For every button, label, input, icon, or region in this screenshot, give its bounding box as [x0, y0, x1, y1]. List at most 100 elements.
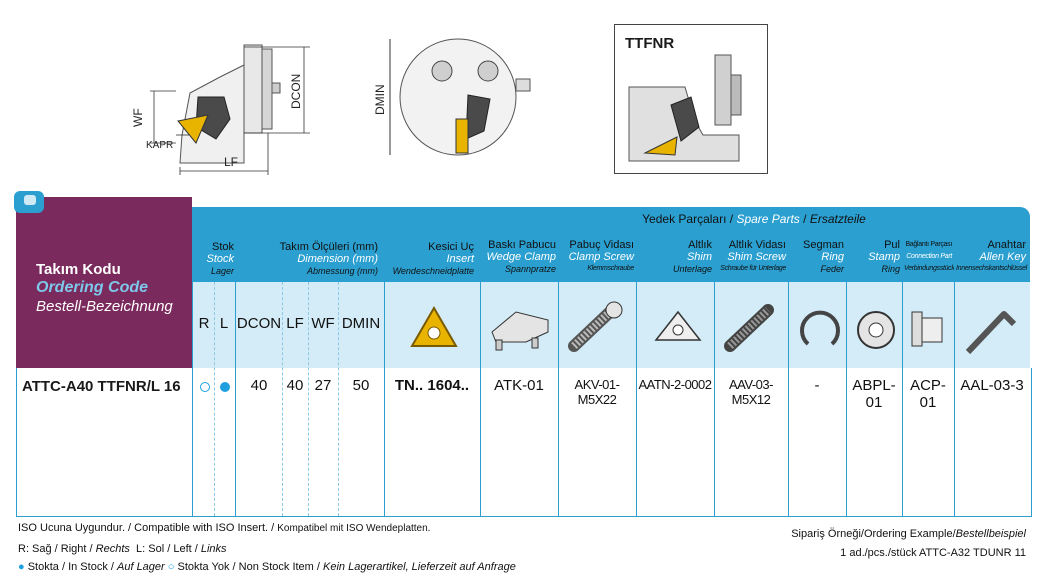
iso-note: ISO Ucuna Uygundur. / Compatible with IS… — [18, 522, 431, 534]
lf-header: LF — [286, 315, 304, 332]
shim-screw-icon — [724, 304, 774, 352]
dmin-label: DMIN — [373, 84, 387, 115]
part-header-wedge-clamp-en: Wedge Clamp — [486, 251, 557, 263]
part-header-shim-de: Unterlage — [672, 264, 712, 274]
part-value-wedge-clamp[interactable]: ATK-01 — [494, 377, 544, 394]
wf-header: WF — [311, 315, 335, 332]
ring-icon — [800, 310, 840, 346]
dmin-value: 50 — [352, 377, 370, 394]
part-header-allen-key-en: Allen Key — [979, 251, 1026, 263]
variant-drawing — [628, 54, 742, 162]
rl-note: R: Sağ / Right / Rechts L: Sol / Left / … — [18, 543, 227, 555]
connection-part-icon — [911, 311, 943, 347]
ordering-code-de: Bestell-Bezeichnung — [36, 298, 173, 315]
part-header-connection-part-de: Verbindungsstück — [904, 265, 955, 272]
tool-side-drawing: LF WF KAPR DCON — [131, 44, 310, 175]
col-divider — [308, 282, 310, 516]
part-header-shim-en: Shim — [686, 251, 712, 263]
stock-r-indicator — [200, 382, 210, 392]
tool-front-drawing: DMIN — [373, 38, 531, 156]
insert-icon — [410, 306, 458, 347]
col-line — [480, 207, 481, 516]
stock-legend: ● Stokta / In Stock / Auf Lager ○ Stokta… — [18, 561, 516, 573]
part-header-stamp-de: Ring — [881, 264, 900, 274]
part-header-ring-tr: Segman — [803, 239, 844, 251]
part-header-wedge-clamp-tr: Baskı Pabucu — [488, 239, 556, 251]
col-line — [235, 207, 236, 516]
part-value-stamp[interactable]: ABPL-01 — [852, 377, 896, 411]
col-divider — [338, 282, 340, 516]
stock-l-indicator — [220, 382, 230, 392]
part-header-allen-key-de: Innensechskantschlüssel — [956, 265, 1027, 272]
part-header-wedge-clamp-de: Spannpratze — [504, 264, 556, 274]
part-header-shim-screw-de: Schraube für Unterlage — [720, 265, 786, 272]
part-header-clamp-screw-tr: Pabuç Vidası — [569, 239, 634, 251]
col-line — [902, 230, 903, 516]
spare-parts-title: Yedek Parçaları / Spare Parts / Ersatzte… — [642, 212, 866, 226]
lf-value: 40 — [286, 377, 304, 394]
variant-drawing-frame: TTFNR — [614, 24, 768, 174]
header-band-top — [190, 207, 1030, 231]
part-header-ring-de: Feder — [820, 264, 844, 274]
stamp-icon — [857, 311, 895, 349]
col-line — [384, 207, 385, 516]
corner-tab-inner — [24, 195, 36, 205]
part-value-clamp-screw[interactable]: AKV-01-M5X22 — [574, 377, 620, 407]
dcon-header: DCON — [236, 315, 282, 332]
part-header-ring-en: Ring — [821, 251, 844, 263]
wf-label: WF — [131, 108, 145, 127]
insert-value[interactable]: TN.. 1604.. — [394, 377, 470, 394]
part-header-clamp-screw-en: Clamp Screw — [568, 251, 634, 263]
variant-title: TTFNR — [625, 35, 675, 52]
ordering-example-text: 1 ad./pcs./stück ATTC-A32 TDUNR 11 — [840, 547, 1026, 559]
allen-key-icon — [965, 311, 1017, 355]
ordering-code-header: Takım Kodu Ordering Code Bestell-Bezeich… — [14, 191, 192, 368]
ordering-code-en: Ordering Code — [36, 279, 149, 296]
part-value-shim[interactable]: AATN-2-0002 — [638, 377, 712, 392]
part-value-ring: - — [814, 377, 820, 394]
clamp-screw-icon — [568, 301, 623, 352]
shim-icon — [654, 310, 702, 341]
ordering-code-value[interactable]: ATTC-A40 TTFNR/L 16 — [22, 378, 181, 395]
dcon-value: 40 — [250, 377, 268, 394]
stock-l-header: L — [219, 315, 229, 332]
part-header-shim-screw-tr: Altlık Vidası — [728, 239, 786, 251]
part-header-stamp-en: Stamp — [868, 251, 900, 263]
part-header-shim-tr: Altlık — [688, 239, 712, 251]
table-row: ATTC-A40 TTFNR/L 16 40 40 27 50 TN.. 160… — [16, 368, 1030, 411]
dcon-label: DCON — [289, 74, 303, 109]
col-line — [846, 230, 847, 516]
kapr-label: KAPR — [146, 140, 173, 151]
col-line — [558, 230, 559, 516]
table-body — [16, 368, 1032, 517]
dmin-header: DMIN — [341, 315, 381, 332]
col-divider — [214, 282, 216, 516]
lf-label: LF — [224, 155, 238, 169]
wedge-clamp-icon — [491, 311, 549, 351]
col-divider — [282, 282, 284, 516]
ordering-example-title: Sipariş Örneği/Ordering Example/Bestellb… — [791, 528, 1026, 540]
wf-value: 27 — [314, 377, 332, 394]
part-header-connection-part-tr: Bağlantı Parçası — [905, 241, 952, 248]
part-header-allen-key-tr: Anahtar — [987, 239, 1026, 251]
col-line — [192, 207, 193, 516]
part-value-allen-key[interactable]: AAL-03-3 — [960, 377, 1024, 394]
stock-r-header: R — [198, 315, 210, 332]
part-header-stamp-tr: Pul — [884, 239, 900, 251]
col-line — [714, 230, 715, 516]
part-value-connection[interactable]: ACP-01 — [910, 377, 946, 411]
col-line — [954, 230, 955, 516]
part-header-clamp-screw-de: Klemmschraube — [587, 265, 634, 272]
col-line — [636, 230, 637, 516]
part-value-shim-screw[interactable]: AAV-03-M5X12 — [729, 377, 773, 407]
col-line — [788, 230, 789, 516]
